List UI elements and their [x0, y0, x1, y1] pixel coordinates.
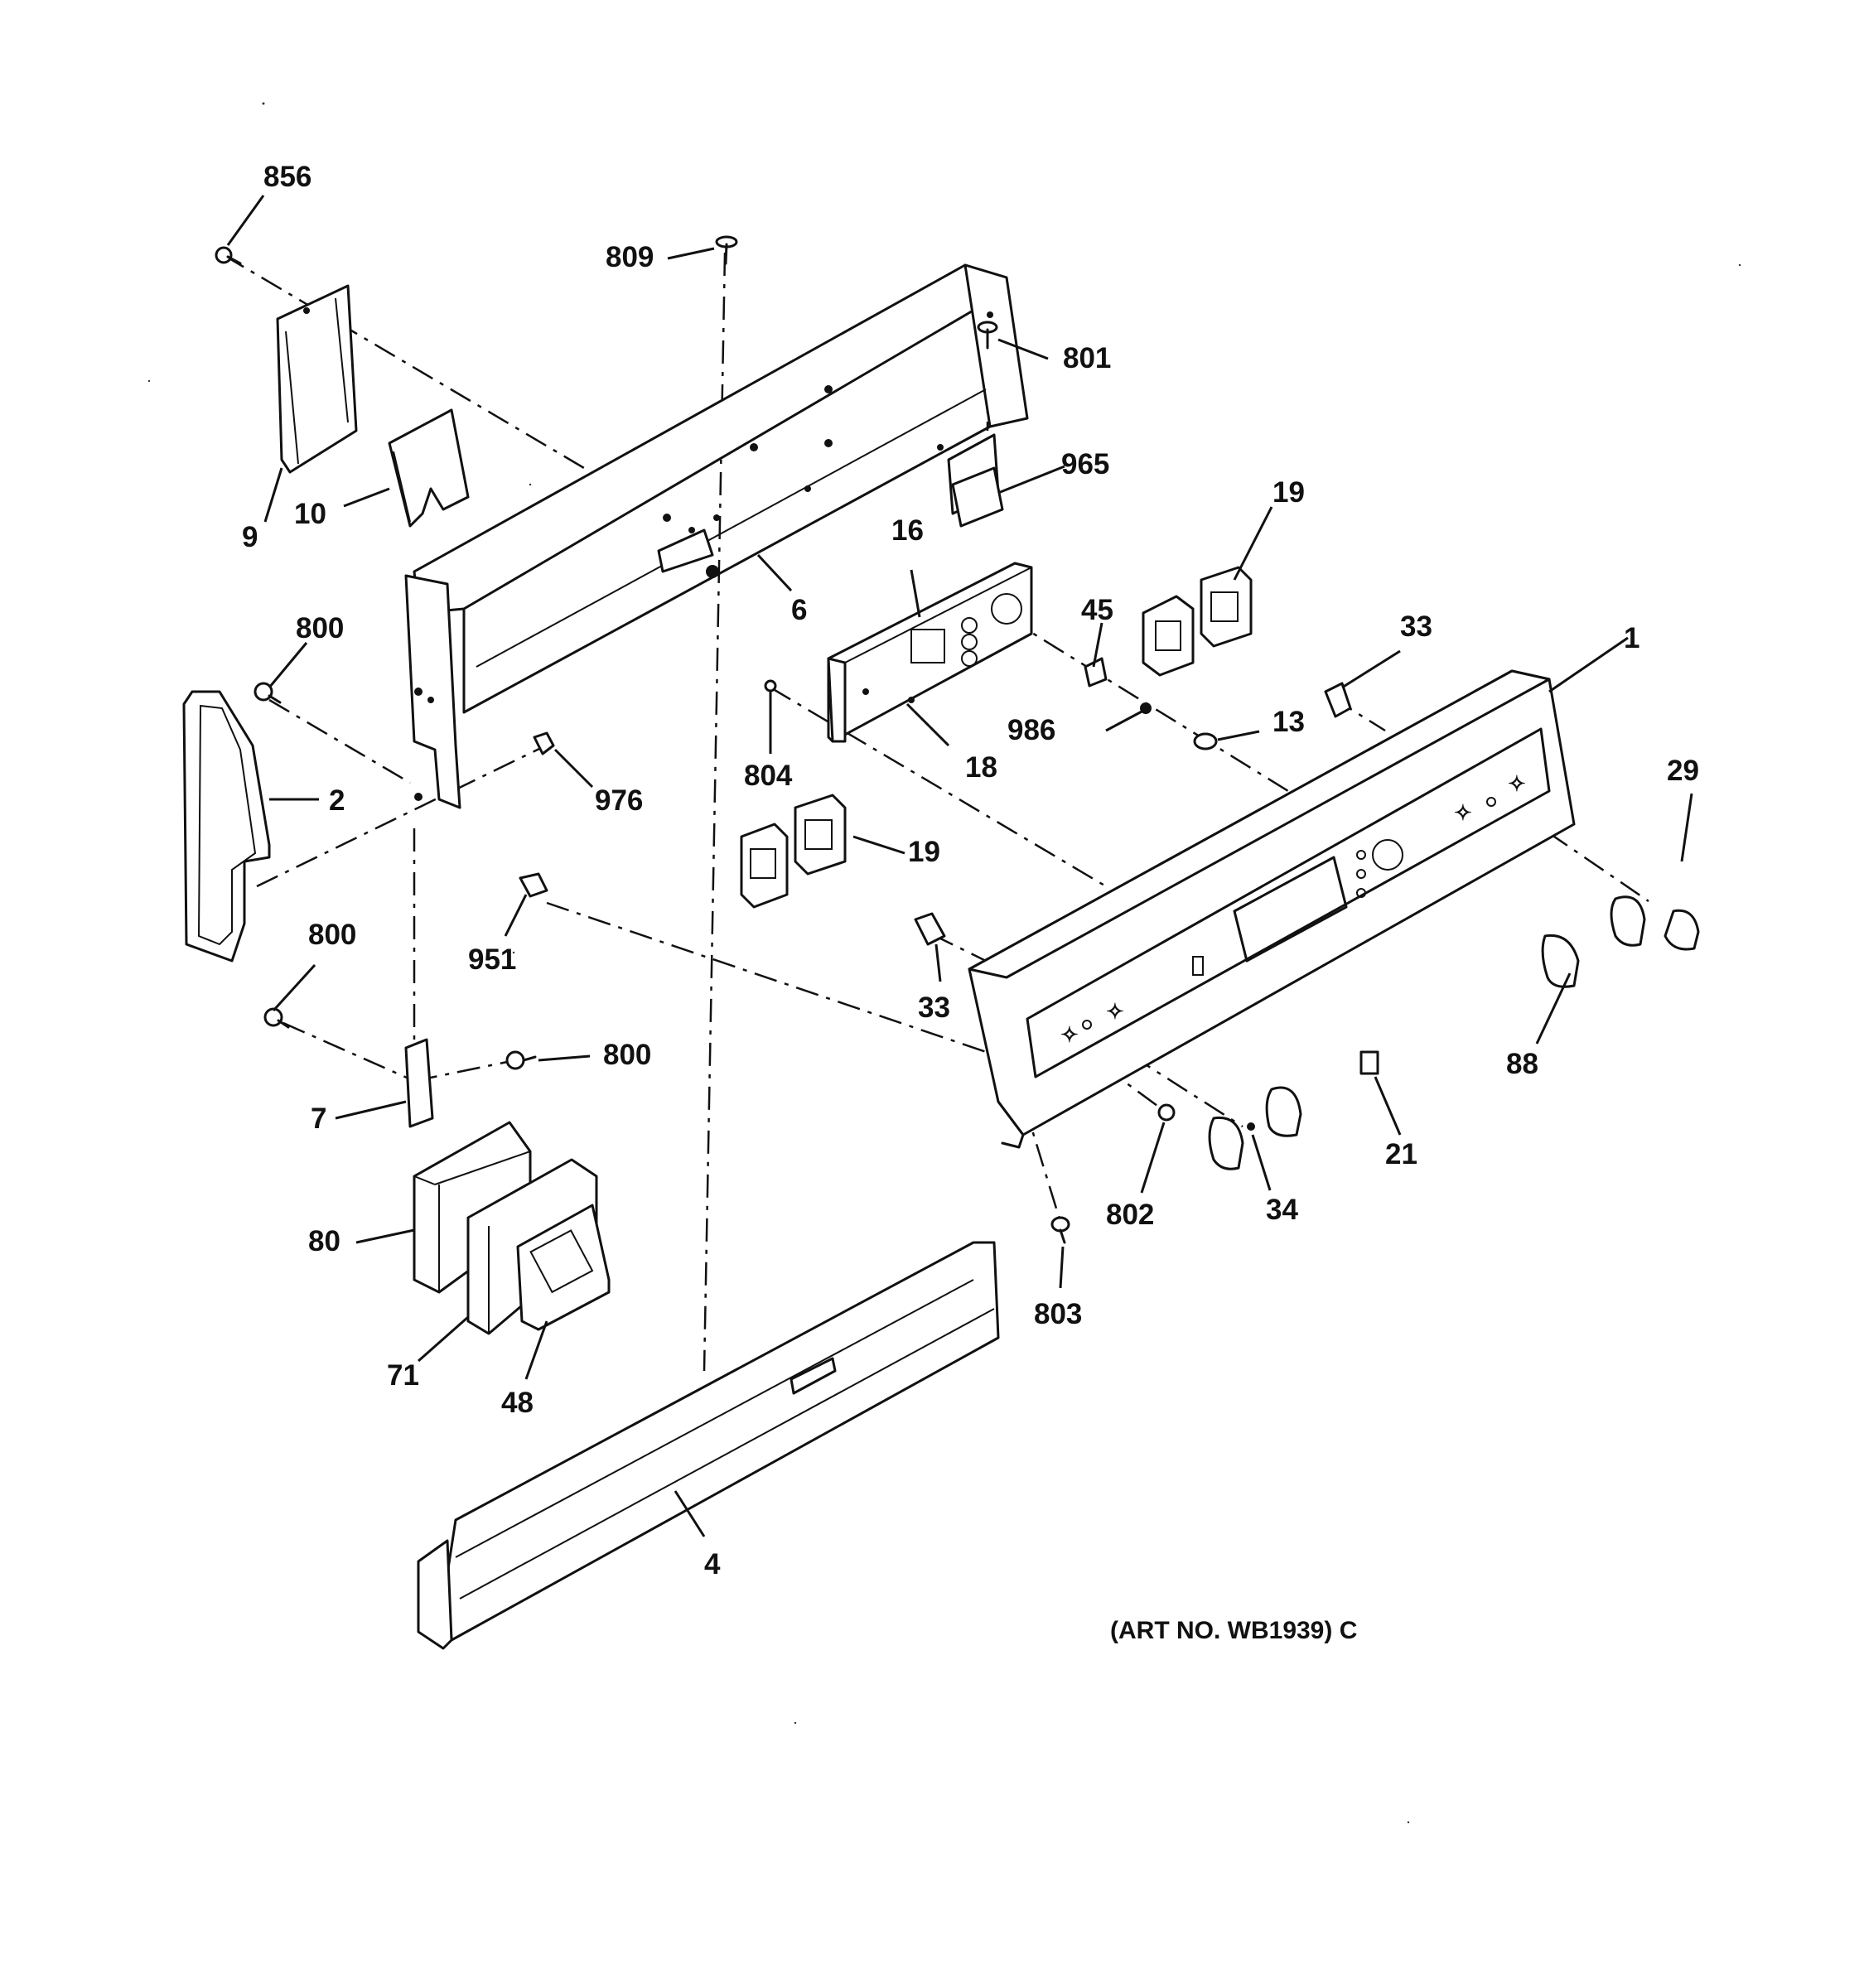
leader-lines — [226, 195, 1693, 1537]
callout-13: 13 — [1272, 706, 1305, 738]
indicator-light-part-21 — [1359, 1050, 1379, 1075]
clip-part-951 — [519, 872, 548, 898]
callout-801: 801 — [1063, 342, 1111, 374]
callout-965: 965 — [1061, 448, 1109, 480]
screw-part-800-lower-left — [263, 1007, 290, 1029]
knob-part-29 — [1664, 909, 1700, 951]
callout-71: 71 — [387, 1359, 419, 1392]
callout-7: 7 — [311, 1103, 326, 1135]
bracket-part-48 — [516, 1204, 611, 1331]
callout-80: 80 — [308, 1225, 340, 1257]
callout-800-upper: 800 — [296, 612, 344, 644]
callout-48: 48 — [501, 1387, 534, 1419]
shield-part-10 — [388, 408, 470, 528]
terminal-block-part-80 — [413, 1121, 532, 1294]
callout-800-middle: 800 — [308, 919, 356, 951]
callout-33-lower: 33 — [918, 992, 950, 1024]
bracket-part-7 — [404, 1038, 434, 1128]
callout-6: 6 — [791, 594, 807, 626]
callout-21: 21 — [1385, 1138, 1417, 1170]
callout-4: 4 — [704, 1548, 721, 1580]
infinite-switch-part-19-upper-a — [1142, 595, 1195, 677]
screw-part-856 — [215, 246, 242, 265]
control-board-part-16 — [827, 562, 1033, 743]
screw-part-801 — [977, 321, 998, 350]
callout-labels: 856 809 801 965 9 10 6 16 19 45 33 1 800… — [242, 161, 1699, 1644]
knob-lower-right — [1265, 1086, 1302, 1137]
screw-part-809 — [715, 235, 738, 265]
clip-part-45 — [1084, 657, 1108, 688]
callout-19-upper: 19 — [1272, 476, 1305, 509]
svg-text:✧: ✧ — [1508, 771, 1526, 796]
screw-part-800-lower-right — [505, 1050, 537, 1070]
screw-part-803 — [1050, 1216, 1070, 1244]
control-panel-part-1: ✧ ✧ ✧ ✧ — [968, 669, 1576, 1149]
callout-45: 45 — [1081, 594, 1113, 626]
callout-10: 10 — [294, 498, 326, 530]
callout-803: 803 — [1034, 1298, 1082, 1330]
scan-noise — [147, 102, 1741, 1824]
screw-part-802 — [1157, 1103, 1176, 1122]
callout-804: 804 — [744, 760, 793, 792]
knob-right-upper — [1610, 895, 1646, 947]
svg-text:✧: ✧ — [1106, 999, 1124, 1024]
callout-1: 1 — [1624, 622, 1639, 654]
callout-856: 856 — [263, 161, 311, 193]
spring-part-34 — [1247, 1122, 1255, 1131]
callout-802: 802 — [1106, 1199, 1154, 1231]
infinite-switch-part-19-upper-b — [1200, 566, 1253, 648]
end-cap-part-2 — [182, 690, 271, 963]
callout-951: 951 — [468, 943, 516, 976]
knob-part-88 — [1541, 934, 1580, 988]
callout-986: 986 — [1007, 714, 1055, 746]
nut-part-976 — [533, 731, 555, 755]
knob-lower-left — [1208, 1116, 1244, 1170]
art-number: (ART NO. WB1939) C — [1110, 1617, 1357, 1644]
callout-29: 29 — [1667, 755, 1699, 787]
callout-18: 18 — [965, 751, 997, 784]
callout-88: 88 — [1506, 1048, 1538, 1080]
callout-2: 2 — [329, 784, 345, 817]
callout-976: 976 — [595, 784, 643, 817]
screw-part-800-upper — [254, 682, 282, 704]
infinite-switch-part-19-lower-b — [794, 794, 847, 876]
bracket-part-965 — [951, 466, 1004, 528]
trim-part-4 — [417, 1241, 1000, 1650]
callout-16: 16 — [891, 514, 924, 547]
callout-33-upper: 33 — [1400, 610, 1432, 643]
callout-800-right: 800 — [603, 1039, 651, 1071]
washer-part-13 — [1193, 732, 1218, 750]
callout-809: 809 — [606, 241, 654, 273]
svg-text:✧: ✧ — [1060, 1022, 1079, 1047]
svg-text:✧: ✧ — [1454, 800, 1472, 825]
switch-part-33-lower — [914, 912, 946, 946]
switch-part-33-upper — [1324, 682, 1352, 718]
callout-9: 9 — [242, 521, 258, 553]
callout-34: 34 — [1266, 1194, 1298, 1226]
callout-19-lower: 19 — [908, 836, 940, 868]
screw-part-804 — [764, 679, 777, 692]
infinite-switch-part-19-lower-a — [740, 823, 789, 909]
end-bracket-part-9 — [276, 284, 358, 474]
assembly-lines — [223, 252, 1649, 1372]
